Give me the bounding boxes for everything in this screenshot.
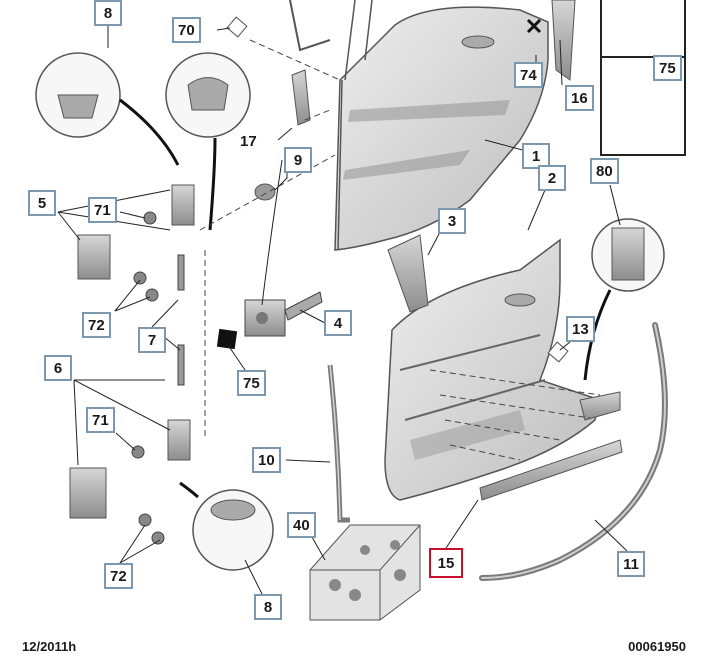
callout-71-top[interactable]: 71 — [88, 197, 117, 223]
diagram-reference-number: 00061950 — [628, 639, 686, 654]
callout-16[interactable]: 16 — [565, 85, 594, 111]
callout-17[interactable]: 17 — [240, 133, 257, 150]
callout-1[interactable]: 1 — [522, 143, 550, 169]
callout-71-bottom[interactable]: 71 — [86, 407, 115, 433]
inner-door-panel[interactable] — [384, 238, 601, 501]
trim-strip-part[interactable] — [479, 391, 623, 501]
lock-mechanism-part[interactable] — [244, 291, 323, 337]
lower-hinge-part[interactable] — [69, 419, 191, 519]
door-seal-part[interactable] — [479, 322, 668, 581]
callout-75-inset[interactable]: 75 — [653, 55, 682, 81]
callout-75-middle[interactable]: 75 — [237, 370, 266, 396]
callout-5[interactable]: 5 — [28, 190, 56, 216]
callout-70[interactable]: 70 — [172, 17, 201, 43]
guide-lines — [199, 39, 601, 461]
outer-door-panel[interactable] — [334, 0, 549, 251]
callout-4[interactable]: 4 — [324, 310, 352, 336]
diagram-date: 12/2011h — [22, 639, 77, 654]
callout-11[interactable]: 11 — [617, 551, 645, 577]
upper-hinge-part[interactable] — [77, 184, 195, 280]
bracket-part[interactable] — [387, 234, 429, 313]
small-parts[interactable] — [226, 0, 576, 363]
callout-6[interactable]: 6 — [44, 355, 72, 381]
detail-magnifier-right — [583, 218, 665, 381]
callout-3[interactable]: 3 — [438, 208, 466, 234]
leader-lines — [57, 26, 628, 595]
adhesive-pad-part[interactable] — [216, 328, 238, 350]
detail-magnifier-bottom — [179, 481, 274, 571]
fastener-kit-part[interactable] — [309, 524, 421, 621]
callout-80[interactable]: 80 — [590, 158, 619, 184]
callout-9[interactable]: 9 — [284, 147, 312, 173]
inset-divider — [602, 56, 684, 58]
callout-15-selected[interactable]: 15 — [429, 548, 463, 578]
callout-72-bottom[interactable]: 72 — [104, 563, 133, 589]
callout-74[interactable]: 74 — [514, 62, 543, 88]
callout-8-top[interactable]: 8 — [94, 0, 122, 26]
detail-magnifier-top-left — [35, 52, 180, 166]
window-seal-part[interactable] — [327, 364, 350, 523]
callout-13[interactable]: 13 — [566, 316, 595, 342]
callout-72-top[interactable]: 72 — [82, 312, 111, 338]
callout-8-bottom[interactable]: 8 — [254, 594, 282, 620]
detail-magnifier-top — [165, 52, 251, 231]
bolt-parts[interactable] — [131, 211, 185, 545]
callout-2[interactable]: 2 — [538, 165, 566, 191]
callout-10[interactable]: 10 — [252, 447, 281, 473]
callout-7[interactable]: 7 — [138, 327, 166, 353]
callout-40[interactable]: 40 — [287, 512, 316, 538]
